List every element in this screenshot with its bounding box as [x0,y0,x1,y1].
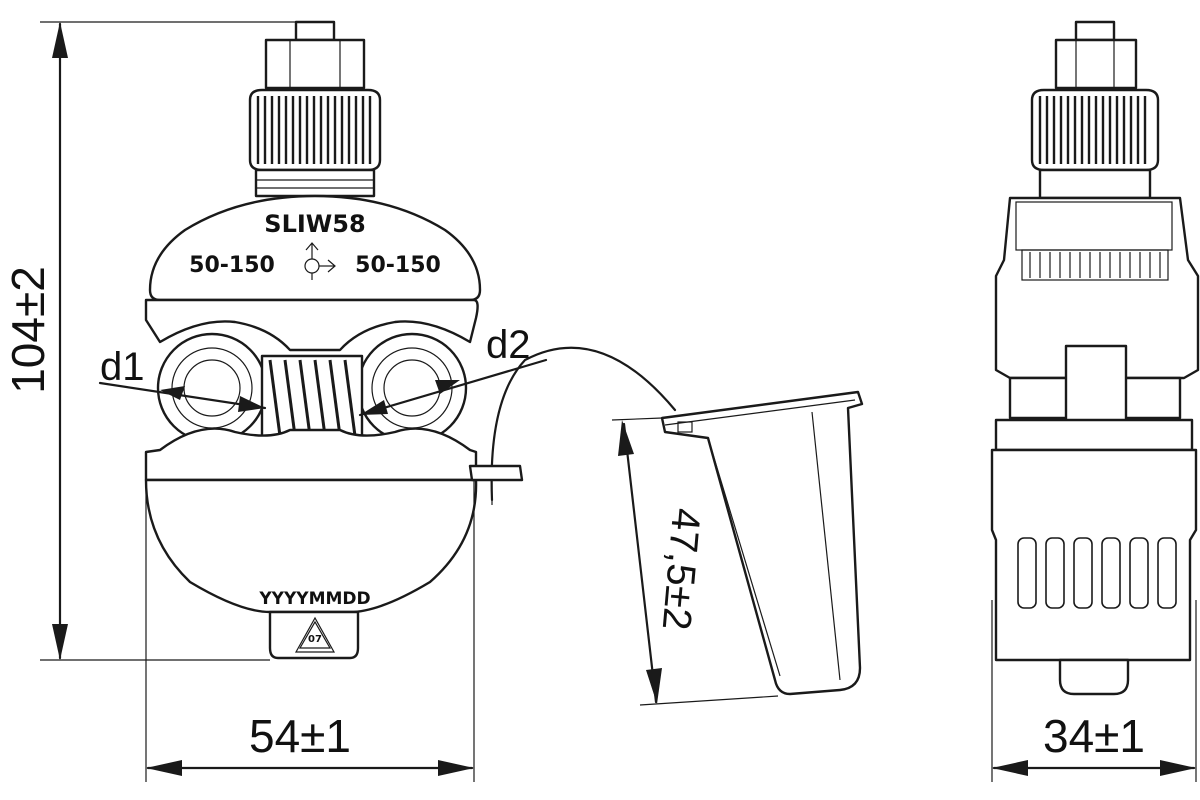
d1-label: d1 [100,345,145,389]
direction-icon [304,242,336,280]
side-nut [1054,38,1138,90]
lower-tab [268,610,360,660]
dimension-cap: 47,5±2 [611,417,779,706]
side-bolt-tip [1074,20,1116,42]
dimension-width: 54±1 [145,480,475,782]
cap-collar [254,168,376,198]
lower-jaw [144,427,478,482]
cap-strap [490,346,677,502]
width-dimension-label: 54±1 [249,710,351,762]
cap-dimension-label: 47,5±2 [654,506,708,631]
knurl-lines [256,96,372,164]
end-cap-body [660,390,864,696]
side-view [990,20,1200,696]
shear-nut [264,38,366,90]
bolt-tip [294,20,336,42]
dimension-height: 104±2 [2,21,296,661]
upper-jaw [144,298,479,352]
side-tab [1058,658,1130,696]
range-left-label: 50-150 [189,253,275,278]
diameter-markers: d1 d2 [98,323,548,417]
recycle-icon [294,616,336,653]
depth-dimension-label: 34±1 [1043,710,1145,762]
strap-hinge [468,464,524,482]
model-label: SLIW58 [264,210,365,238]
end-cap [660,390,864,696]
side-collar [1038,168,1152,200]
side-lower-housing [990,448,1198,662]
date-code-label: YYYYMMDD [258,589,370,609]
dimension-depth: 34±1 [991,600,1197,782]
height-dimension-label: 104±2 [2,266,54,394]
side-lower-jaw [994,418,1194,452]
recycle-code-label: 07 [308,634,322,645]
range-right-label: 50-150 [355,253,441,278]
d2-label: d2 [486,323,531,367]
side-upper-housing [994,196,1200,380]
front-view: SLIW58 50-150 50-150 YYYYMMDD [144,20,677,660]
